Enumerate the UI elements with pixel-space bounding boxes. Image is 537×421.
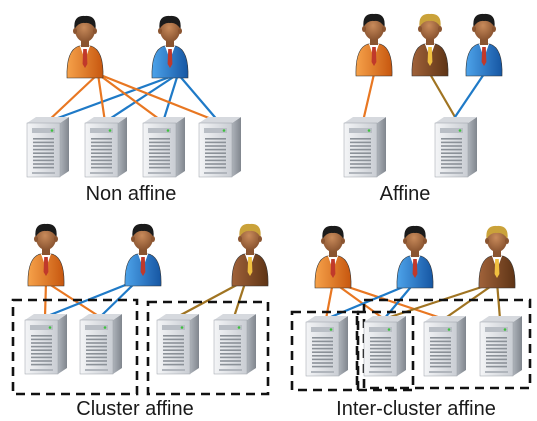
user-orange-icon [66, 15, 104, 79]
users [27, 13, 516, 289]
user-orange-icon [27, 223, 65, 287]
user-orange-icon [355, 13, 393, 77]
cluster-box-middle [355, 310, 415, 392]
panel-label-cluster-affine: Cluster affine [76, 398, 194, 420]
server-icon [423, 316, 466, 377]
user-blue-icon [151, 15, 189, 79]
server-icon [198, 117, 241, 178]
connection-line-blue [453, 72, 486, 119]
user-blue-icon [465, 13, 503, 77]
server-icon [26, 117, 69, 178]
connection-line-brown [428, 72, 457, 119]
cluster-box-right [362, 298, 532, 390]
connection-line-blue [43, 278, 140, 319]
connection-line-orange [362, 72, 376, 119]
server-icon [84, 117, 127, 178]
panel-label-inter-cluster-affine: Inter-cluster affine [336, 398, 496, 420]
connection-line-orange [96, 72, 107, 124]
servers [24, 117, 522, 377]
server-icon [363, 316, 406, 377]
server-icon [24, 314, 67, 375]
connection-line-orange [331, 280, 446, 321]
user-blue-icon [396, 225, 434, 289]
user-brown-icon [231, 223, 269, 287]
server-icon [343, 117, 386, 178]
user-blue-icon [124, 223, 162, 287]
server-icon [479, 316, 522, 377]
cluster-box-right [146, 300, 270, 396]
connection-line-blue [103, 72, 180, 124]
connection-line-blue [45, 72, 180, 124]
connection-line-orange [96, 72, 221, 124]
connection-line-blue [176, 72, 221, 124]
connection-line-orange [45, 72, 100, 124]
server-icon [142, 117, 185, 178]
user-orange-icon [314, 225, 352, 289]
connection-line-orange [96, 72, 165, 124]
server-icon [434, 117, 477, 178]
server-icon [213, 314, 256, 375]
user-brown-icon [478, 225, 516, 289]
server-icon [156, 314, 199, 375]
user-brown-icon [411, 13, 449, 77]
cluster-boxes [11, 298, 532, 396]
connection-line-blue [161, 72, 180, 124]
server-icon [79, 314, 122, 375]
panel-label-non-affine: Non affine [85, 183, 177, 205]
server-icon [305, 316, 348, 377]
panel-label-affine: Affine [379, 183, 431, 205]
cluster-box-left [11, 298, 139, 396]
